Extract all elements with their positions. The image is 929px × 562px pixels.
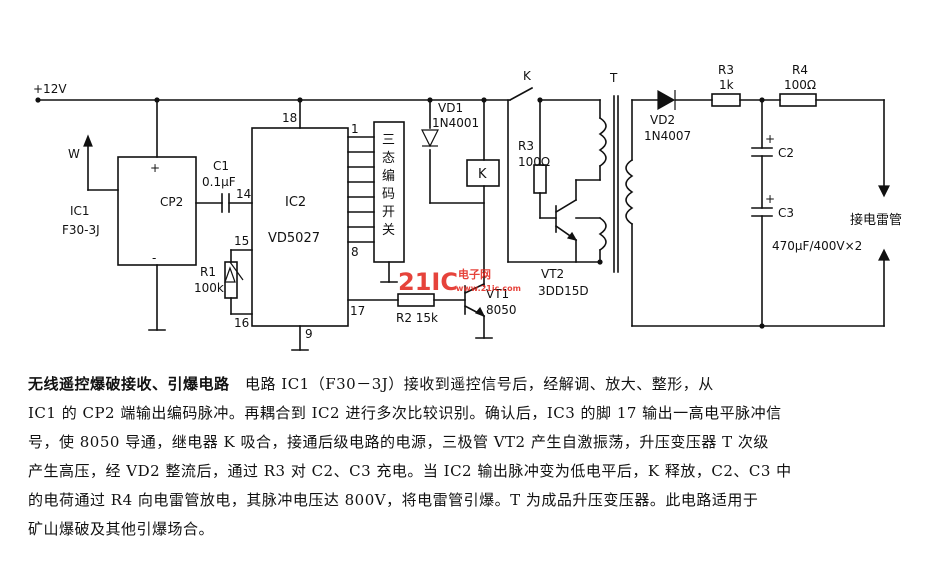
vd2-part-label: 1N4007 — [644, 129, 691, 143]
caption-line: 矿山爆破及其他引爆场合。 — [28, 520, 215, 538]
r4-name-label: R4 — [792, 63, 808, 77]
watermark-brand: 21IC — [398, 268, 458, 296]
encoder-char: 关 — [382, 223, 395, 238]
encoder-char: 开 — [382, 205, 395, 220]
c1-value-label: 0.1μF — [202, 175, 236, 189]
pin17-label: 17 — [350, 304, 365, 318]
ic1-name-label: IC1 — [70, 204, 90, 218]
transformer-t-label: T — [609, 71, 618, 85]
c2-plus-label: + — [765, 132, 775, 146]
r4-value-label: 100Ω — [784, 78, 816, 92]
encoder-char: 态 — [382, 151, 395, 166]
vt2-part-label: 3DD15D — [538, 284, 589, 298]
encoder-switch-label: 三 态 编 码 开 关 — [382, 133, 395, 238]
caption-line: IC1 的 CP2 端输出编码脉冲。再耦合到 IC2 进行多次比较识别。确认后，… — [28, 404, 782, 422]
ic2-part-label: VD5027 — [268, 231, 320, 246]
relay-k-label: K — [478, 167, 487, 182]
caption-line: 号，使 8050 导通，继电器 K 吸合，接通后级电路的电源，三极管 VT2 产… — [28, 433, 769, 451]
vd2-name-label: VD2 — [650, 113, 675, 127]
watermark-cn: 电子网 — [458, 267, 491, 281]
pin9-label: 9 — [305, 327, 313, 341]
pin15-label: 15 — [234, 234, 249, 248]
encoder-char: 编 — [382, 169, 395, 184]
vd1-name-label: VD1 — [438, 101, 463, 115]
pin18-label: 18 — [282, 111, 297, 125]
pin1-label: 1 — [351, 122, 359, 136]
c3-name-label: C3 — [778, 206, 794, 220]
watermark-url: www.21ic.com — [456, 284, 521, 293]
r3-left-name-label: R3 — [518, 139, 534, 153]
encoder-char: 码 — [382, 187, 395, 202]
pin14-label: 14 — [236, 187, 251, 201]
ic2-name-label: IC2 — [285, 195, 306, 210]
pin16-label: 16 — [234, 316, 249, 330]
r3-name-label: R3 — [718, 63, 734, 77]
r2-label: R2 15k — [396, 311, 438, 325]
r1-value-label: 100k — [194, 281, 224, 295]
detonator-label: 接电雷管 — [850, 212, 902, 228]
vd1-part-label: 1N4001 — [432, 116, 479, 130]
ic1-plus-label: + — [150, 161, 160, 175]
vcc-label: +12V — [33, 82, 67, 96]
circuit-schematic: +12V W + - IC1 F30-3J CP2 C1 0.1μF 14 18… — [33, 63, 902, 351]
switch-k-label: K — [523, 69, 532, 83]
caption-first-line-rest: 电路 IC1（F30－3J）接收到遥控信号后，经解调、放大、整形，从 — [229, 375, 714, 393]
pin8-label: 8 — [351, 245, 359, 259]
ic1-part-label: F30-3J — [62, 223, 100, 237]
c2-name-label: C2 — [778, 146, 794, 160]
caption-line: 产生高压，经 VD2 整流后，通过 R3 对 C2、C3 充电。当 IC2 输出… — [28, 462, 792, 480]
c3-plus-label: + — [765, 192, 775, 206]
cp2-label: CP2 — [160, 195, 183, 209]
r3-left-value-label: 100Ω — [518, 155, 550, 169]
caption-text: 无线遥控爆破接收、引爆电路 电路 IC1（F30－3J）接收到遥控信号后，经解调… — [28, 370, 908, 544]
watermark: 21IC 电子网 www.21ic.com — [398, 267, 521, 296]
caption-line-1: 无线遥控爆破接收、引爆电路 电路 IC1（F30－3J）接收到遥控信号后，经解调… — [28, 370, 908, 399]
c1-name-label: C1 — [213, 159, 229, 173]
antenna-w-label: W — [68, 147, 80, 161]
ic1-minus-label: - — [152, 251, 156, 265]
r1-name-label: R1 — [200, 265, 216, 279]
vt2-name-label: VT2 — [541, 267, 564, 281]
caption-title: 无线遥控爆破接收、引爆电路 — [28, 375, 230, 393]
cap-value-label: 470μF/400V×2 — [772, 239, 862, 253]
encoder-char: 三 — [382, 133, 395, 148]
caption-line: 的电荷通过 R4 向电雷管放电，其脉冲电压达 800V，将电雷管引爆。T 为成品… — [28, 491, 759, 509]
r3-value-label: 1k — [719, 78, 734, 92]
vt1-part-label: 8050 — [486, 303, 517, 317]
vt1-name-label: VT1 — [486, 287, 509, 301]
